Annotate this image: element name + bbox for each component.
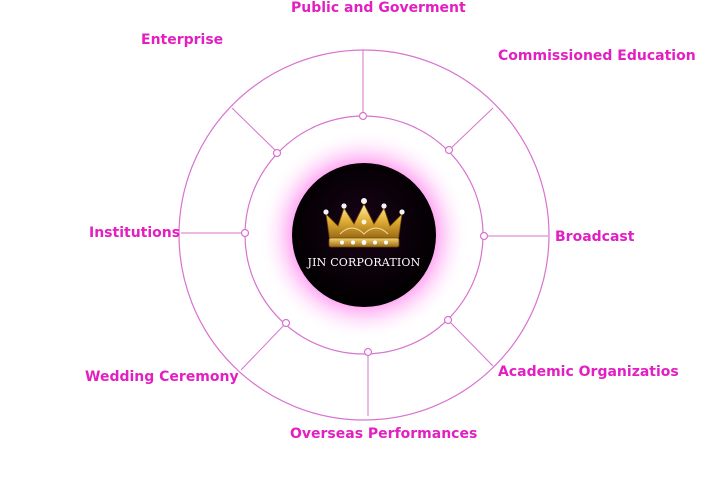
node-broadcast xyxy=(479,231,489,241)
node-overseas xyxy=(363,347,373,357)
label-academic-organizations: Academic Organizatios xyxy=(498,364,679,380)
node-institutions xyxy=(240,228,250,238)
node-commissioned-education xyxy=(444,145,454,155)
ring-nodes xyxy=(240,111,489,357)
node-wedding xyxy=(281,318,291,328)
connector-commissioned-education xyxy=(448,107,494,151)
company-name: JIN CORPORATION xyxy=(307,256,421,269)
connector-enterprise xyxy=(231,107,278,153)
connector-academic xyxy=(447,319,494,367)
outer-ring xyxy=(178,49,550,421)
node-enterprise xyxy=(272,148,282,158)
label-wedding-ceremony: Wedding Ceremony xyxy=(85,369,239,385)
label-enterprise: Enterprise xyxy=(141,32,224,48)
label-overseas-performances: Overseas Performances xyxy=(290,426,478,442)
connector-lines xyxy=(181,50,548,416)
crown-icon xyxy=(323,198,405,248)
label-public-government: Public and Goverment xyxy=(291,0,466,16)
label-institutions: Institutions xyxy=(89,225,181,241)
node-academic xyxy=(443,315,453,325)
connector-wedding xyxy=(240,322,287,371)
label-broadcast: Broadcast xyxy=(555,229,635,245)
label-commissioned-education: Commissioned Education xyxy=(498,48,696,64)
node-public-government xyxy=(358,111,368,121)
